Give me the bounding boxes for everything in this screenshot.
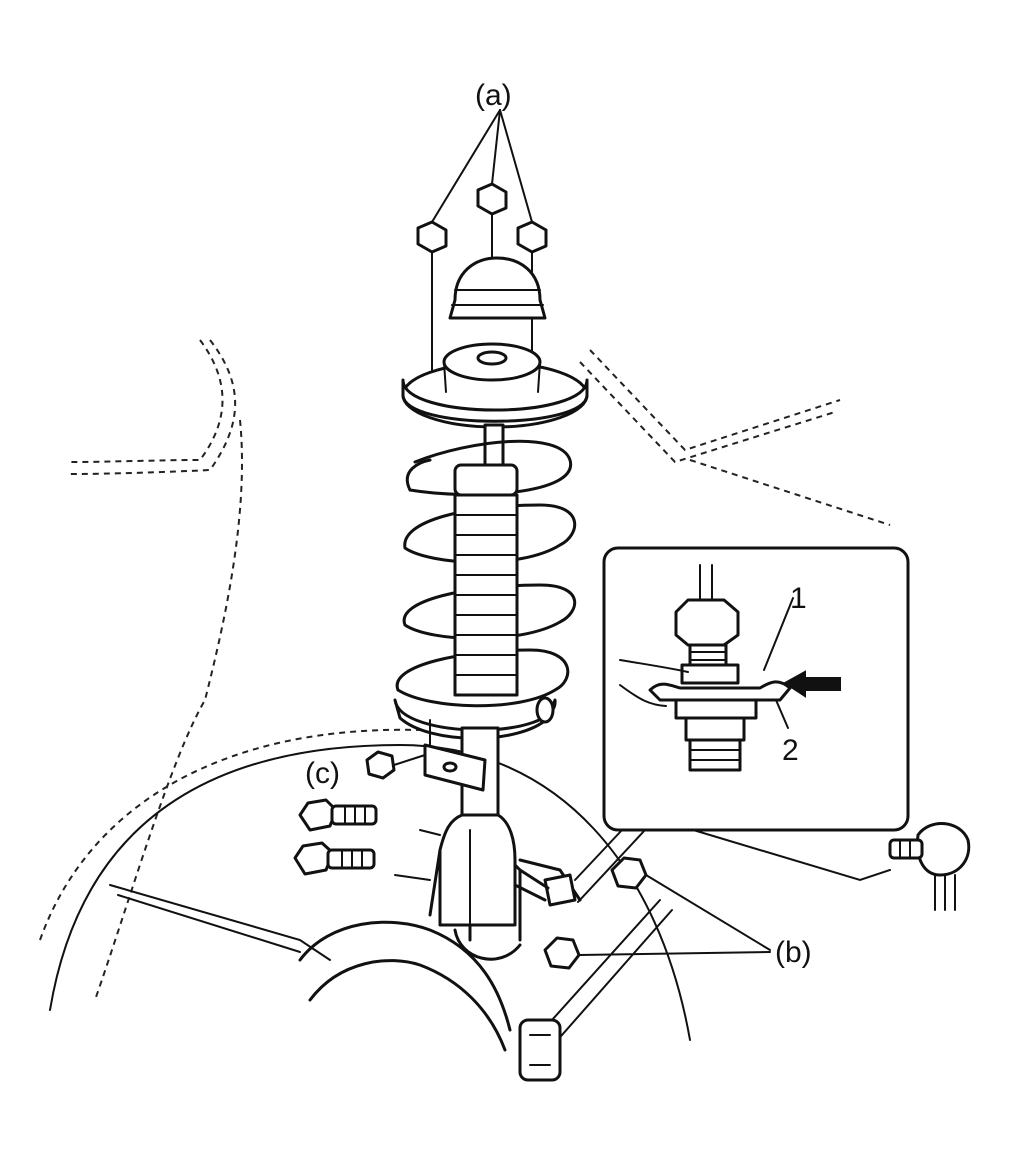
strut-mount-cap <box>448 256 547 320</box>
inset-label-2: 2 <box>782 734 799 767</box>
inset-callout-leaders <box>574 829 646 903</box>
brake-hose-bracket <box>423 719 487 792</box>
strut-bracket <box>438 813 517 927</box>
inset-label-1: 1 <box>790 582 807 615</box>
piston-rod <box>483 423 505 469</box>
label-b: (b) <box>775 936 812 969</box>
lower-spring-seat <box>393 696 557 740</box>
wheel-house-arch <box>39 728 691 1041</box>
inset-arrow-icon <box>783 670 841 698</box>
stabilizer-link <box>518 899 673 1082</box>
body-panel-outline <box>69 339 891 1001</box>
upper-spring-seat <box>401 342 589 429</box>
strut-bolt-lower <box>293 841 431 881</box>
strut-nut-b-lower <box>543 936 581 970</box>
upper-mount-nut-left <box>416 220 448 371</box>
strut-nut-b-upper <box>610 856 648 890</box>
tie-rod-end <box>659 819 971 911</box>
inset-detail-box <box>602 546 910 832</box>
brake-hose-clip <box>513 868 577 907</box>
label-a: (a) <box>475 79 512 112</box>
upper-mount-nut-center <box>476 182 508 259</box>
label-b-leaders <box>578 874 771 956</box>
steering-knuckle <box>298 838 582 1052</box>
label-c: (c) <box>305 757 340 790</box>
bump-stop-boot <box>453 463 519 697</box>
bracket-nut-c <box>365 750 426 780</box>
strut-bolt-upper <box>298 798 441 836</box>
label-a-leaders <box>431 109 533 223</box>
